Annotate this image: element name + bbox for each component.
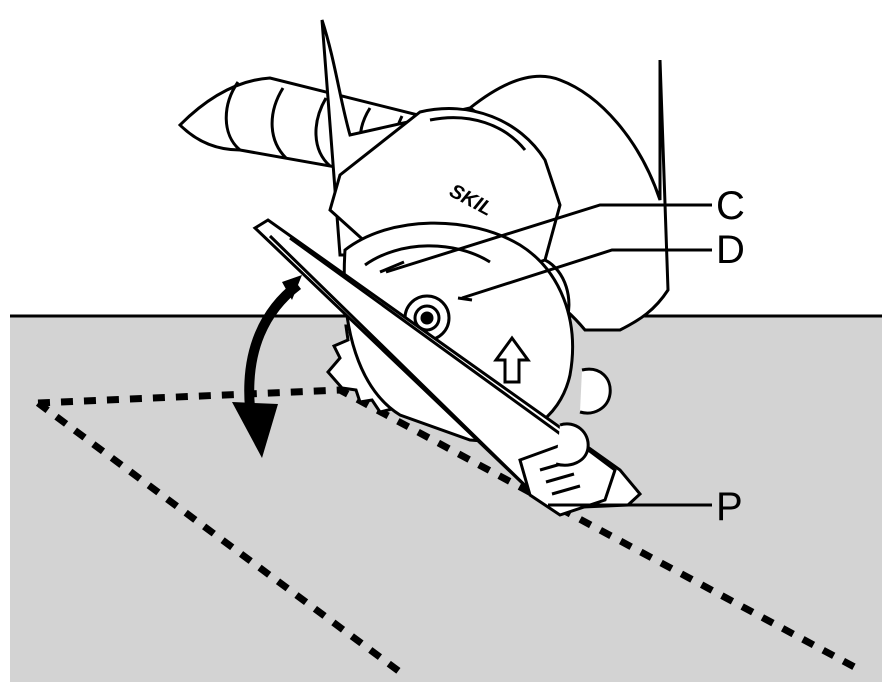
rotation-direction-arrow [493, 335, 531, 384]
leader-c [385, 203, 712, 274]
callout-c: C [716, 184, 745, 228]
leader-d [461, 248, 712, 300]
callout-p: P [716, 485, 743, 529]
plunge-direction-arrow [232, 275, 302, 458]
bevel-lock-knob [555, 367, 612, 467]
cut-path-outline [35, 386, 862, 675]
callout-labels: C D P [716, 184, 745, 529]
callout-d: D [716, 228, 745, 272]
blade-guard [342, 221, 575, 443]
callout-leaders [385, 203, 712, 507]
blade-position-marks [379, 260, 473, 302]
